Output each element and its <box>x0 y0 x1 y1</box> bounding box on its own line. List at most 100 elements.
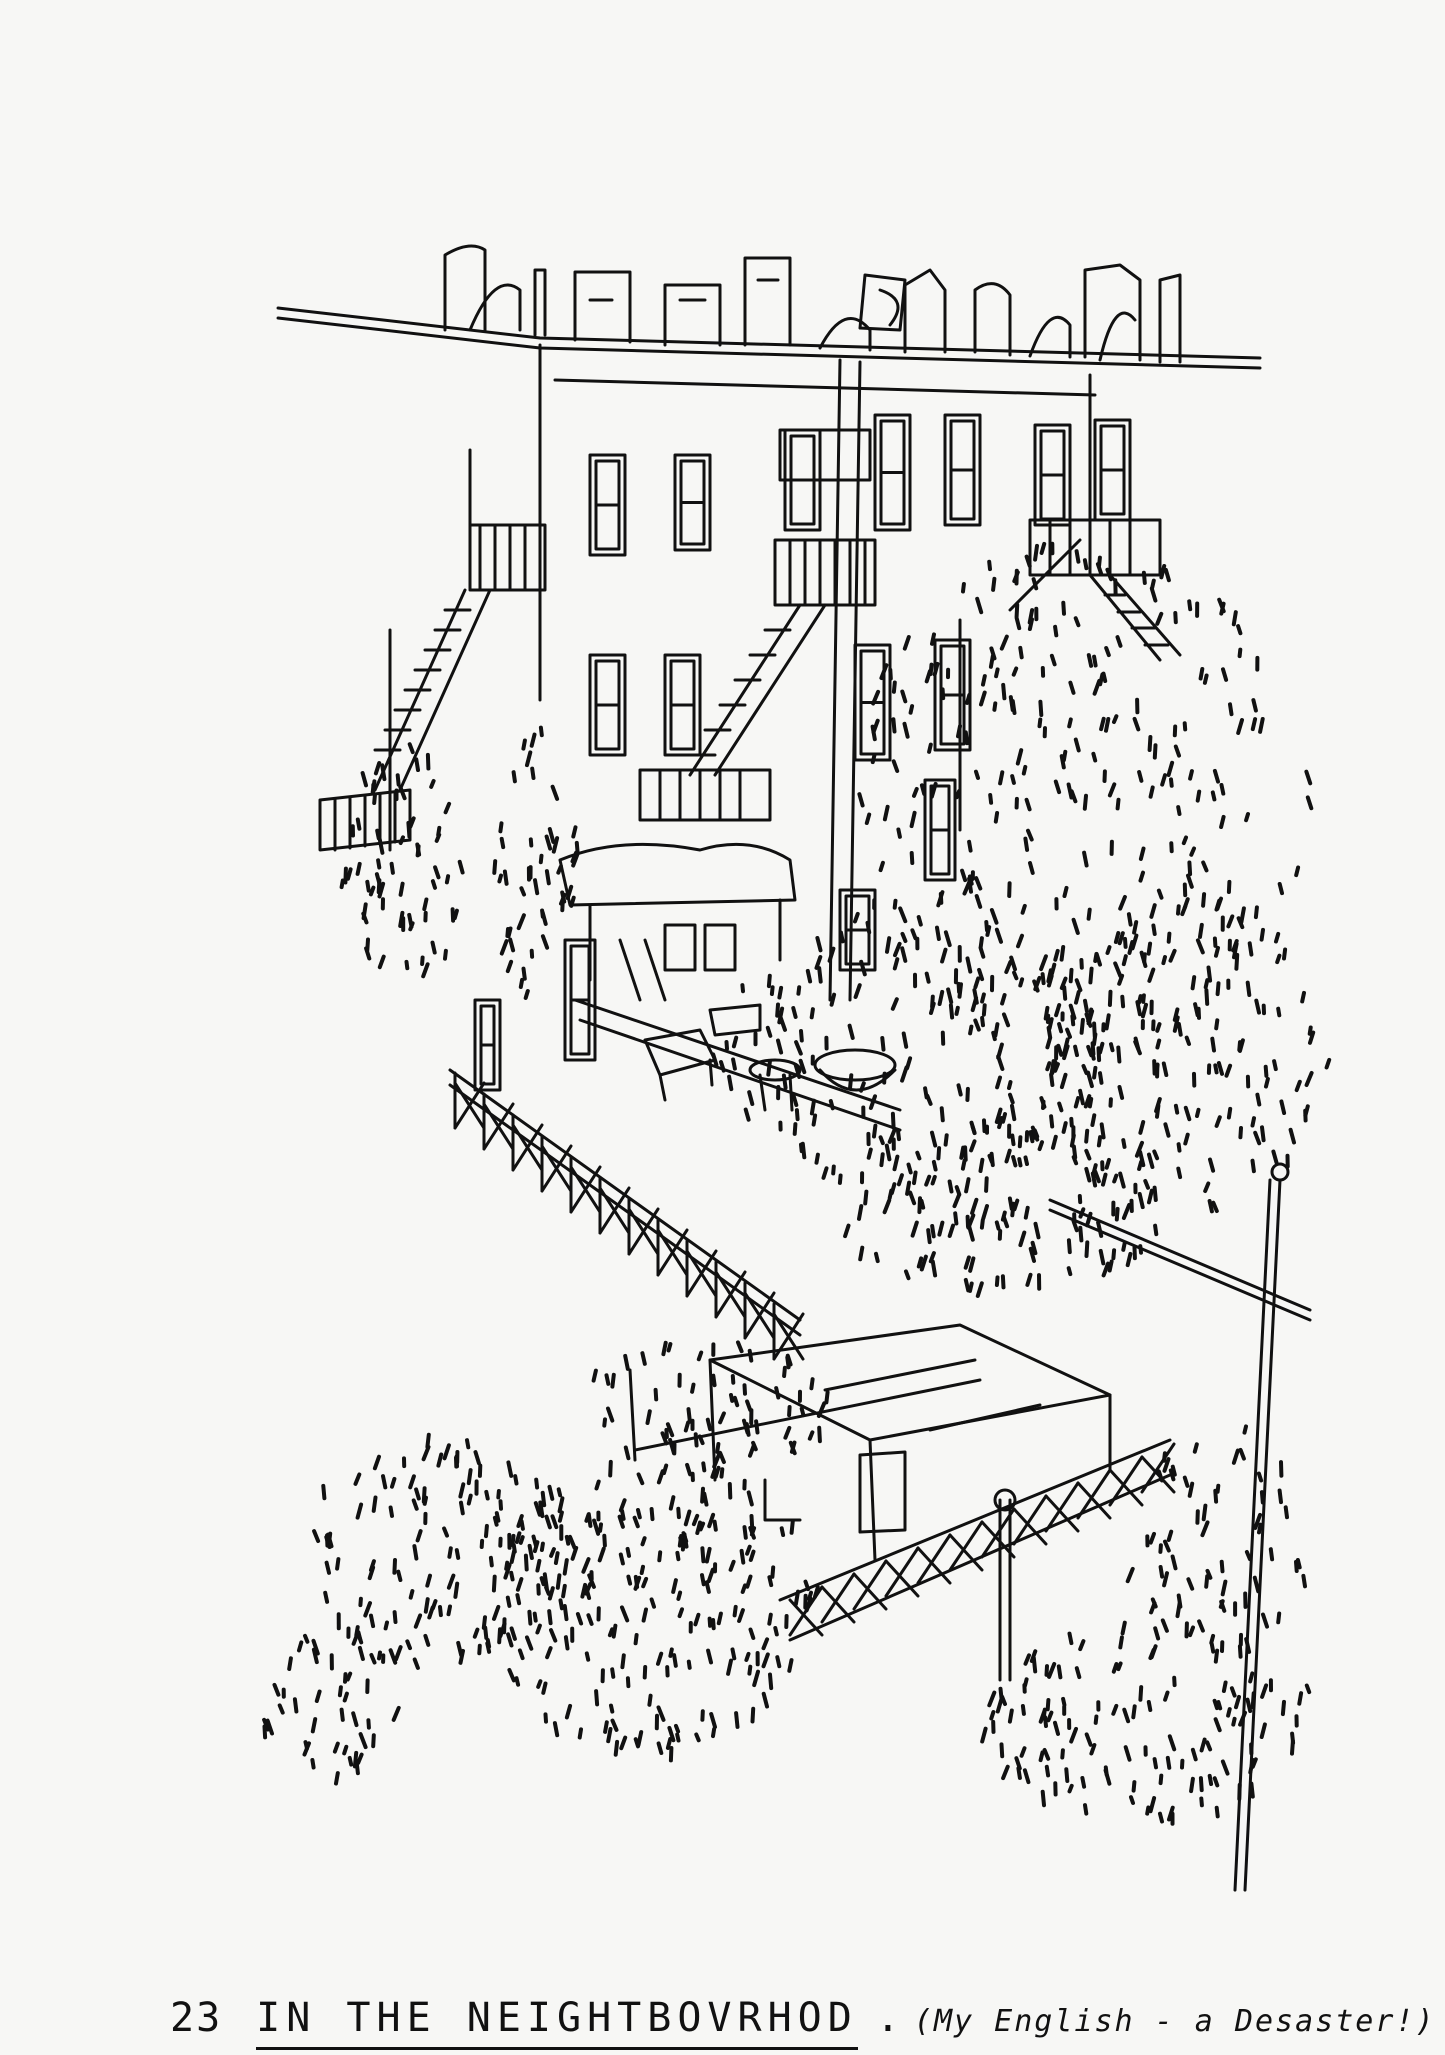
leaf-stroke <box>1027 1275 1030 1285</box>
leaf-stroke <box>1155 1226 1156 1235</box>
leaf-stroke <box>905 724 908 737</box>
leaf-stroke <box>968 958 971 971</box>
leaf-stroke <box>919 1258 921 1266</box>
leaf-stroke <box>1327 1060 1330 1068</box>
leaf-stroke <box>817 1155 818 1163</box>
leaf-stroke <box>1307 1073 1312 1085</box>
leaf-stroke <box>722 1469 723 1476</box>
leaf-stroke <box>325 1593 327 1602</box>
leaf-stroke <box>967 695 969 703</box>
leaf-stroke <box>1155 745 1156 757</box>
leaf-stroke <box>795 1124 796 1134</box>
leaf-stroke <box>1218 983 1219 994</box>
leaf-stroke <box>1040 702 1041 715</box>
leaf-stroke <box>676 1726 678 1732</box>
leaf-stroke <box>1160 1814 1162 1822</box>
leaf-stroke <box>1151 1798 1155 1811</box>
leaf-stroke <box>1182 907 1185 914</box>
leaf-stroke <box>511 1573 512 1580</box>
leaf-stroke <box>966 1280 968 1290</box>
leaf-stroke <box>1216 1719 1220 1730</box>
leaf-stroke <box>1040 1142 1042 1149</box>
leaf-stroke <box>299 1642 301 1650</box>
fire-escape-right <box>1030 520 1180 660</box>
leaf-stroke <box>1227 1066 1231 1076</box>
leaf-stroke <box>1069 1240 1070 1252</box>
leaf-stroke <box>643 1579 646 1586</box>
leaf-stroke <box>518 1579 522 1590</box>
leaf-stroke <box>507 929 508 936</box>
leaf-stroke <box>692 1385 693 1392</box>
leaf-stroke <box>622 1511 624 1519</box>
leaf-stroke <box>1120 1174 1124 1187</box>
leaf-stroke <box>989 562 990 569</box>
leaf-stroke <box>747 1577 750 1587</box>
leaf-stroke <box>1204 1506 1206 1520</box>
leaf-stroke <box>708 1420 710 1429</box>
leaf-stroke <box>350 1758 352 1765</box>
leaf-stroke <box>514 772 515 781</box>
leaf-stroke <box>371 1561 374 1570</box>
leaf-stroke <box>1165 1542 1169 1551</box>
leaf-stroke <box>1178 1169 1180 1178</box>
leaf-stroke <box>992 910 997 923</box>
leaf-stroke <box>933 1177 935 1184</box>
leaf-stroke <box>1106 648 1109 655</box>
leaf-stroke <box>469 1496 471 1504</box>
leaf-stroke <box>379 1653 380 1659</box>
leaf-stroke <box>1185 723 1186 729</box>
leaf-stroke <box>594 1371 596 1381</box>
leaf-stroke <box>1161 1776 1162 1784</box>
leaf-stroke <box>1110 992 1111 1005</box>
leaf-stroke <box>563 1586 565 1596</box>
leaf-stroke <box>719 1614 721 1624</box>
leaf-stroke <box>491 1558 492 1566</box>
leaf-stroke <box>345 869 346 883</box>
leaf-stroke <box>1228 1709 1230 1716</box>
leaf-stroke <box>467 1440 468 1447</box>
leaf-stroke <box>314 1531 318 1541</box>
leaf-stroke <box>1049 1664 1054 1677</box>
leaf-stroke <box>498 1491 499 1497</box>
leaf-stroke <box>1239 1042 1240 1050</box>
leaf-stroke <box>500 823 501 831</box>
leaf-stroke <box>694 1516 697 1524</box>
leaf-stroke <box>745 1527 746 1538</box>
leaf-stroke <box>796 1592 798 1604</box>
leaf-stroke <box>1120 1637 1122 1647</box>
leaf-stroke <box>1013 1157 1015 1165</box>
leaf-stroke <box>1090 969 1091 983</box>
leaf-stroke <box>424 1488 425 1502</box>
leaf-stroke <box>932 1133 935 1146</box>
leaf-stroke <box>1215 939 1216 946</box>
leaf-stroke <box>955 1195 959 1206</box>
leaf-stroke <box>1108 947 1110 953</box>
leaf-stroke <box>981 948 984 957</box>
leaf-stroke <box>798 987 799 994</box>
leaf-stroke <box>731 1562 734 1570</box>
leaf-stroke <box>656 1390 657 1400</box>
leaf-stroke <box>895 944 900 955</box>
leaf-stroke <box>424 900 426 910</box>
leaf-stroke <box>1155 1188 1156 1200</box>
leaf-stroke <box>1044 1710 1045 1719</box>
leaf-stroke <box>873 755 875 762</box>
leaf-stroke <box>573 1548 577 1559</box>
leaf-stroke <box>1110 1262 1112 1271</box>
leaf-stroke <box>645 1667 646 1678</box>
leaf-stroke <box>747 1401 750 1410</box>
leaf-stroke <box>860 1248 862 1260</box>
leaf-stroke <box>1228 916 1232 926</box>
leaf-stroke <box>1093 754 1095 761</box>
leaf-stroke <box>1077 980 1081 990</box>
leaf-stroke <box>495 1518 497 1525</box>
leaf-stroke <box>1010 1711 1012 1722</box>
leaf-stroke <box>1027 800 1030 810</box>
leaf-stroke <box>556 1553 558 1563</box>
leaf-stroke <box>972 1200 976 1213</box>
leaf-stroke <box>368 1720 369 1727</box>
leaf-stroke <box>1212 1644 1213 1652</box>
leaf-stroke <box>628 1678 629 1686</box>
leaf-stroke <box>926 1177 929 1185</box>
leaf-stroke <box>902 692 905 702</box>
